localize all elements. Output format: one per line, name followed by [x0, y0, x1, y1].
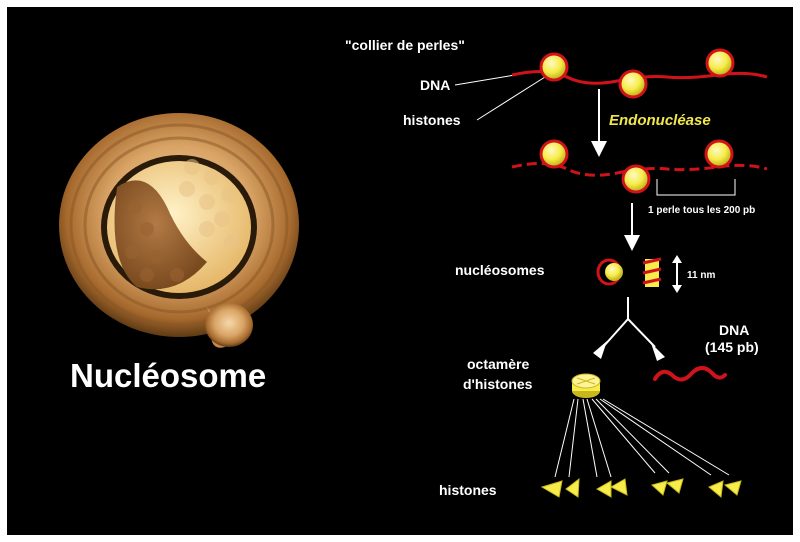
bead-2 — [620, 71, 646, 97]
free-dna-strand — [655, 368, 725, 380]
pearls-label: "collier de perles" — [345, 37, 465, 53]
histones-pointer — [477, 77, 545, 120]
histones-label-top: histones — [403, 112, 461, 128]
size-label: 11 nm — [687, 270, 715, 281]
histone-wedge-icon — [709, 481, 723, 497]
histone-fan-lines — [555, 399, 729, 477]
histone-wedge-icon — [725, 481, 741, 495]
histone-wedge-icon — [542, 481, 562, 497]
dna-pointer — [455, 75, 515, 85]
histone-wedge-icon — [566, 479, 579, 497]
histones-label-bottom: histones — [439, 482, 497, 498]
spacing-bracket — [657, 179, 735, 195]
histone-wedge-icon — [597, 481, 611, 497]
bead-4 — [541, 141, 567, 167]
histone-wedge-icon — [611, 479, 627, 495]
arrow-down-icon — [624, 203, 640, 251]
bead-3 — [707, 50, 733, 76]
dna-fragment-label: DNA — [719, 322, 749, 338]
split-arrow — [593, 297, 665, 361]
histone-octamer-icon — [572, 374, 600, 398]
histone-wedges — [542, 479, 741, 497]
page-title: Nucléosome — [70, 357, 266, 394]
nucleosome-diagram: Nucléosome "collier de perles" DNA histo… — [7, 7, 793, 535]
nucleosome-side-icon — [643, 259, 661, 287]
octamer-label-line1: octamère — [467, 356, 529, 372]
octamer-label-line2: d'histones — [463, 376, 533, 392]
endonuclease-label: Endonucléase — [609, 112, 711, 129]
pearl-spacing-label: 1 perle tous les 200 pb — [648, 205, 755, 216]
nucleosomes-label: nucléosomes — [455, 262, 545, 278]
dna-label: DNA — [420, 77, 450, 93]
bead-5 — [623, 166, 649, 192]
bead-6 — [706, 141, 732, 167]
histone-wedge-icon — [652, 481, 667, 495]
histone-wedge-icon — [667, 479, 683, 493]
dna-length-label: (145 pb) — [705, 339, 759, 355]
double-arrow-icon — [672, 255, 682, 293]
arrow-down-icon — [591, 89, 607, 157]
nucleosome-front-icon — [598, 260, 623, 284]
bead-1 — [541, 54, 567, 80]
diagram-canvas: Nucléosome "collier de perles" DNA histo… — [7, 7, 793, 535]
nucleosome-illustration — [59, 113, 299, 348]
